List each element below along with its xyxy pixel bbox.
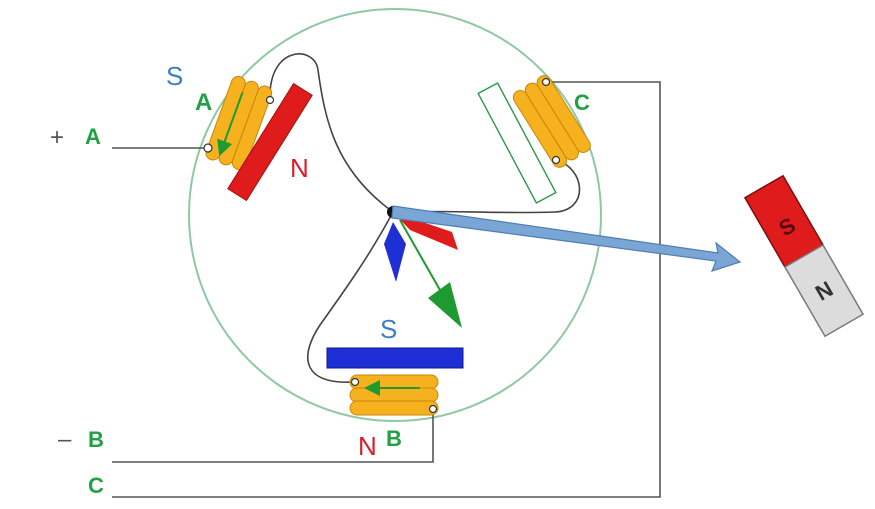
coil-c-terminal-2 (551, 155, 561, 165)
terminal-b-label: B (88, 427, 104, 452)
coil-b-terminal-2 (428, 404, 438, 414)
external-wires (112, 81, 661, 498)
label-coil-c: C (574, 90, 590, 115)
pole-outline-top-right (477, 82, 557, 204)
terminal-c-label: C (88, 473, 104, 498)
wire-coil-c-to-center (392, 159, 581, 214)
coil-b (349, 374, 439, 416)
field-vectors (384, 212, 462, 328)
internal-wires (269, 53, 581, 383)
coil-b-terminal (350, 377, 360, 387)
vector-blue (384, 222, 406, 282)
terminal-a-sign: + (50, 124, 64, 151)
label-pole-s-bottom: S (380, 314, 397, 344)
coil-a-terminal (203, 143, 213, 153)
terminal-b-sign: – (58, 426, 72, 453)
label-coil-a: A (195, 89, 212, 116)
wire-coil-b-to-center (307, 211, 394, 383)
label-coil-b: B (386, 426, 402, 451)
coil-a-terminal-2 (265, 95, 275, 105)
wire-terminal-c (112, 81, 661, 498)
stator-circle (188, 8, 602, 422)
wire-terminal-b (112, 410, 434, 463)
vector-red (393, 212, 458, 250)
bar-magnet: S N (743, 174, 865, 338)
big-arrow (391, 205, 742, 272)
coil-c-terminal (541, 77, 551, 87)
label-pole-n-bottom: N (358, 431, 377, 461)
terminal-a-label: A (85, 124, 101, 149)
coil-c (512, 75, 591, 168)
pole-blue-bottom (326, 347, 464, 369)
vector-green (428, 282, 462, 328)
label-pole-n-top: N (290, 153, 309, 183)
label-pole-s-top: S (166, 61, 183, 91)
wire-coil-a-to-center (269, 53, 394, 213)
coil-a (205, 75, 273, 171)
pole-red-top-left (227, 82, 313, 202)
